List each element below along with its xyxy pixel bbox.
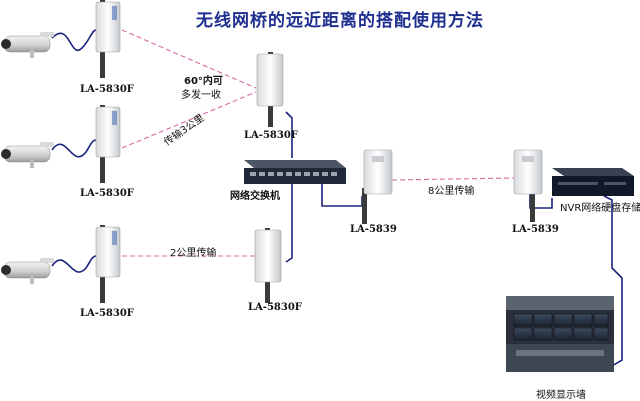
video-wall-image bbox=[506, 296, 614, 372]
label-ap-bottom: LA-5830F bbox=[248, 302, 302, 313]
diagram-title: 无线网桥的远近距离的搭配使用方法 bbox=[196, 11, 484, 31]
camera-bottom-device bbox=[1, 258, 54, 284]
bridge-bottom-device bbox=[95, 225, 121, 303]
bridge-mid-device bbox=[95, 105, 121, 183]
label-angle-line1: 60°内可 bbox=[184, 76, 223, 87]
label-switch: 网络交换机 bbox=[230, 191, 280, 202]
cable-camera-top bbox=[51, 29, 97, 51]
ap-bottom-device bbox=[254, 228, 282, 303]
camera-mid-device bbox=[1, 142, 54, 168]
label-bridge-top: LA-5830F bbox=[80, 84, 134, 95]
cable-ap-top-switch bbox=[285, 111, 293, 158]
bridge-top-device bbox=[95, 0, 121, 78]
label-5839-right: LA-5839 bbox=[512, 224, 559, 235]
ap-top-device bbox=[256, 52, 284, 127]
label-distance-2km: 2公里传输 bbox=[170, 248, 217, 259]
wireless-link-top bbox=[121, 29, 257, 89]
wireless-links bbox=[121, 29, 515, 257]
bridge-5839-right-device bbox=[513, 149, 543, 222]
nvr-device bbox=[552, 168, 634, 196]
label-angle-line2: 多发一收 bbox=[181, 90, 221, 101]
network-switch-device bbox=[244, 160, 346, 184]
label-distance-8km: 8公里传输 bbox=[428, 186, 475, 197]
bridge-5839-left-device bbox=[362, 149, 393, 224]
label-5839-left: LA-5839 bbox=[350, 224, 397, 235]
cable-switch-ap-bottom bbox=[285, 182, 293, 263]
cable-camera-bottom bbox=[51, 255, 97, 273]
camera-top-device bbox=[1, 32, 54, 58]
cable-nvr-wall bbox=[603, 195, 623, 367]
label-nvr: NVR网络硬盘存储 bbox=[560, 203, 640, 214]
wireless-link-mid bbox=[121, 91, 257, 149]
wireless-link-8km bbox=[391, 177, 515, 181]
label-ap-top: LA-5830F bbox=[244, 130, 298, 141]
label-video-wall: 视频显示墙 bbox=[536, 390, 586, 401]
cables bbox=[51, 29, 623, 367]
label-bridge-bottom: LA-5830F bbox=[80, 308, 134, 319]
label-bridge-mid: LA-5830F bbox=[80, 188, 134, 199]
cable-camera-mid bbox=[51, 139, 97, 158]
